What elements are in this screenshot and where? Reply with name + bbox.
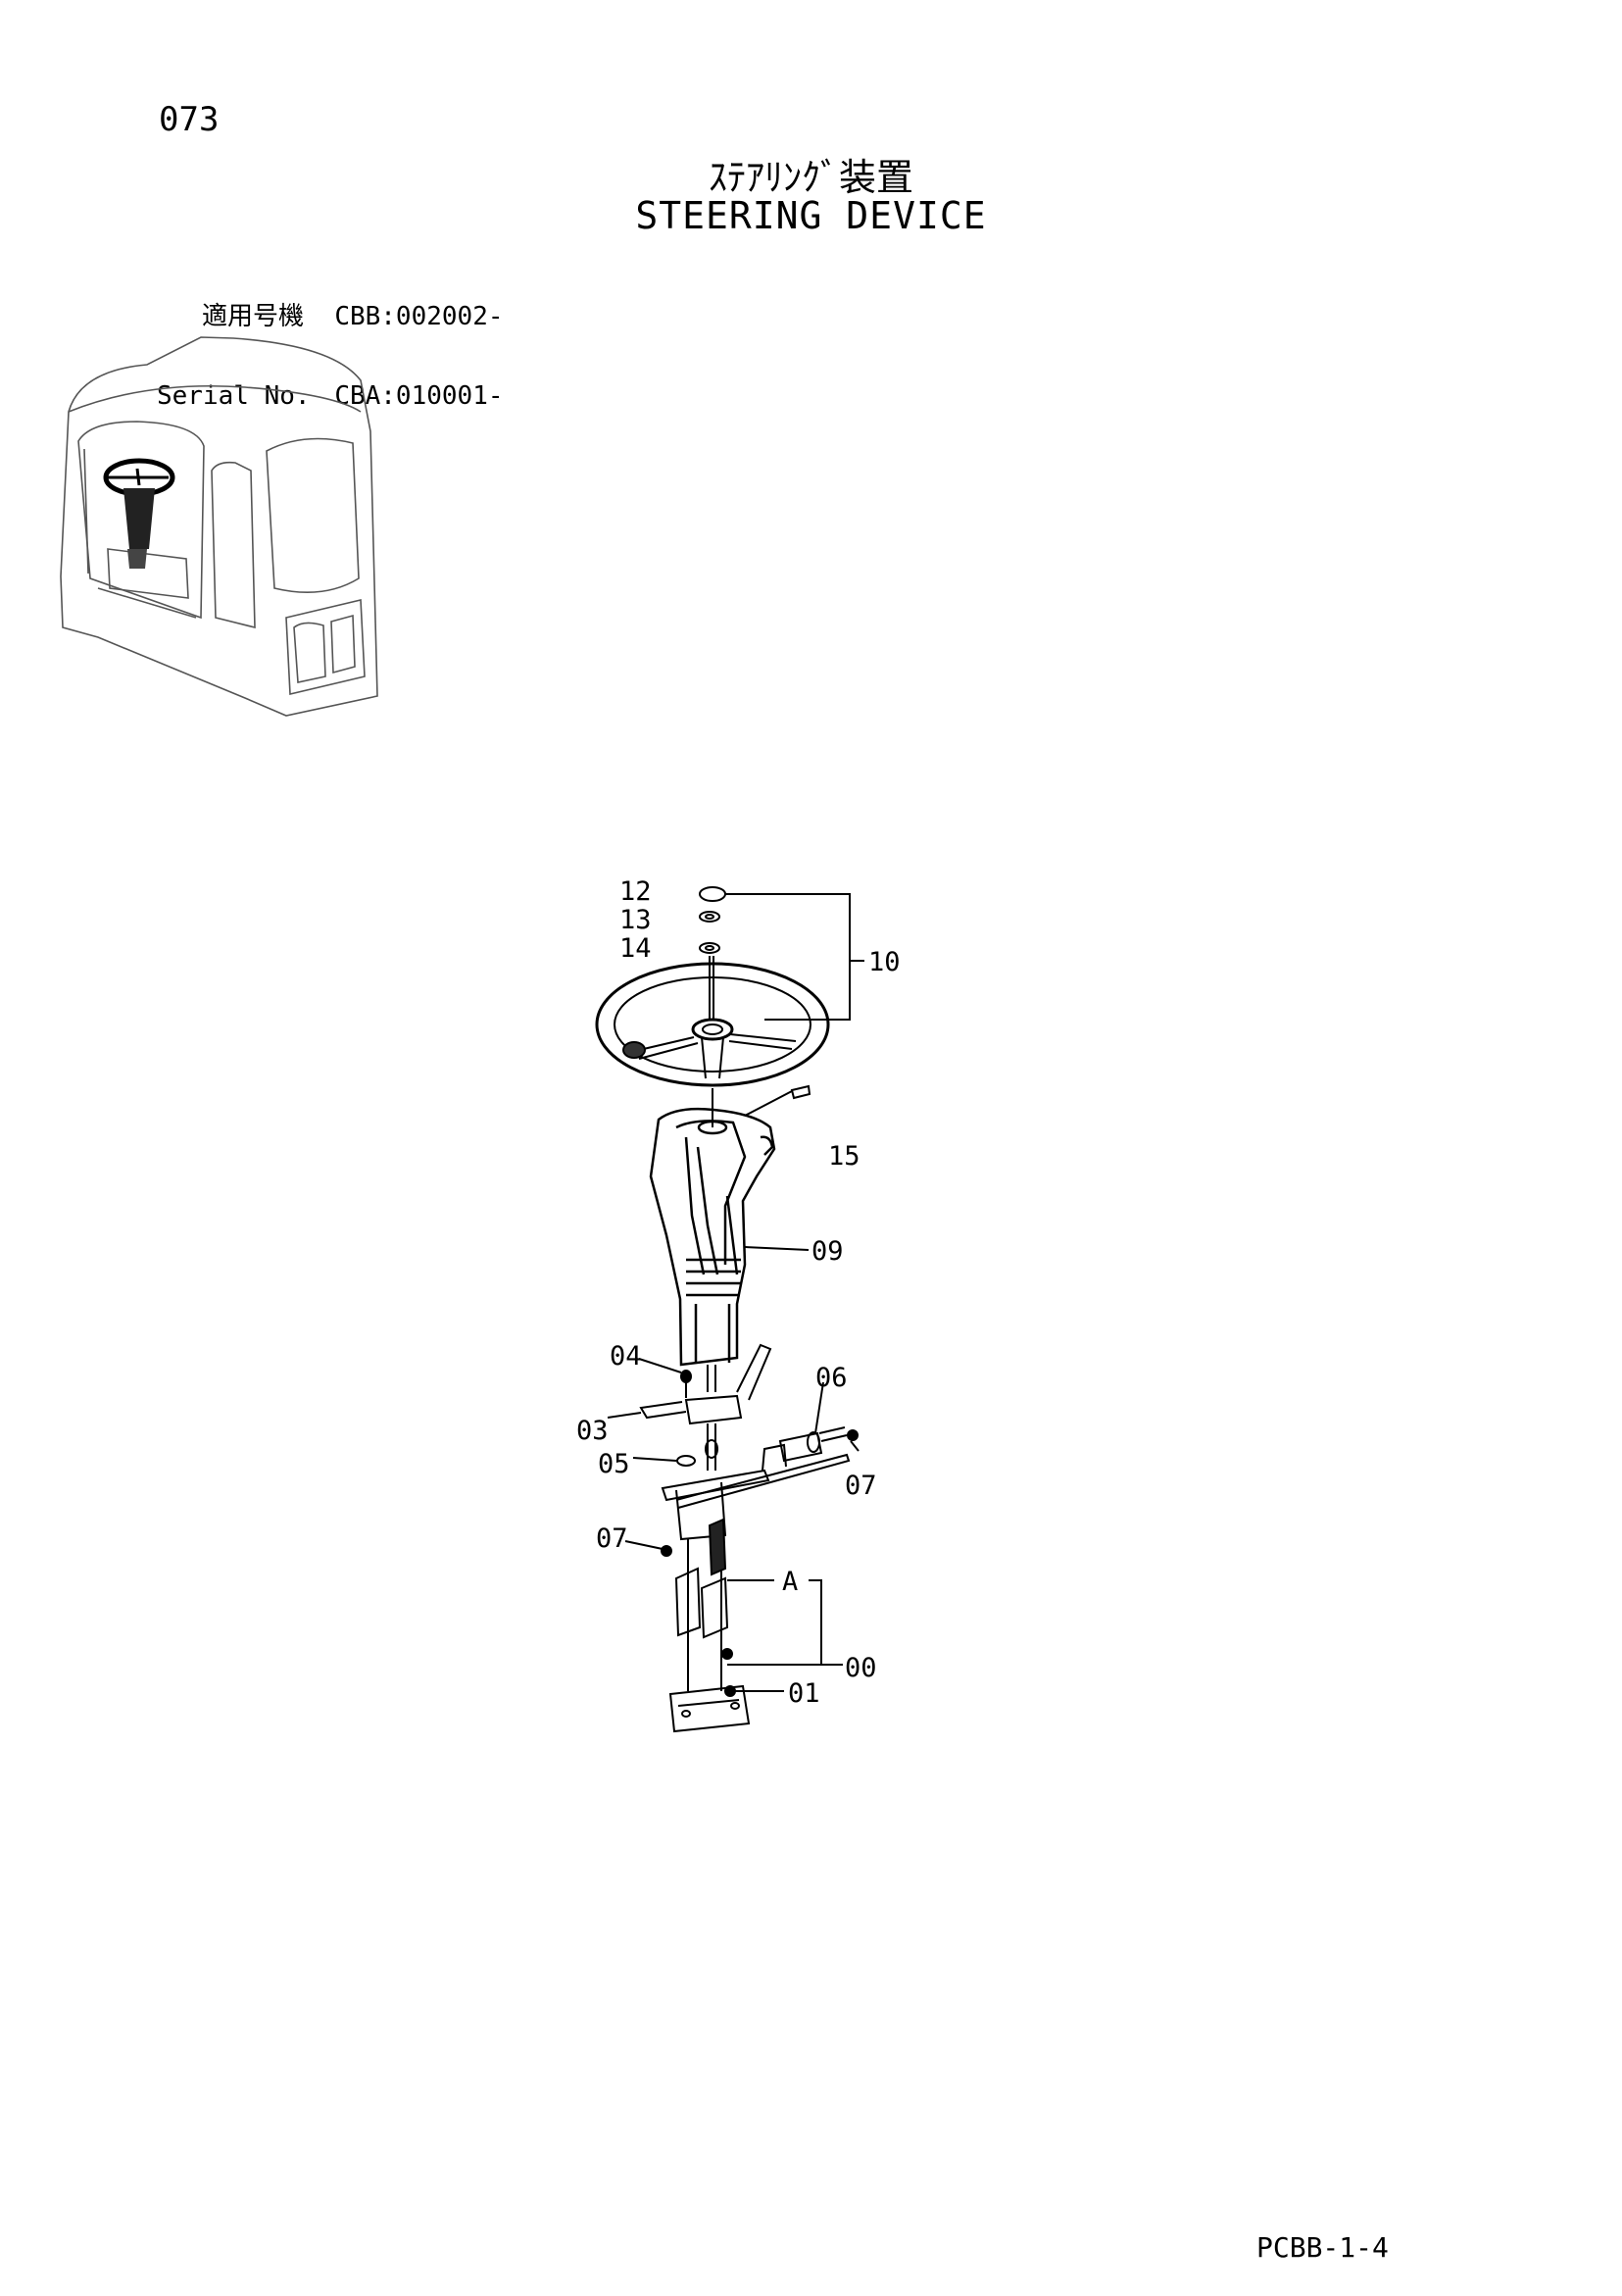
callout-a: A xyxy=(782,1567,798,1597)
title-japanese: ｽﾃｱﾘﾝｸﾞ装置 xyxy=(708,156,913,199)
serial-value: CBB:002002- xyxy=(334,302,504,331)
steering-wheel-part xyxy=(595,962,830,1087)
callout-12: 12 xyxy=(619,876,652,907)
horn-cap-part xyxy=(699,886,726,902)
callout-07-left: 07 xyxy=(596,1523,628,1554)
nut-part xyxy=(699,911,720,923)
footer-code: PCBB-1-4 xyxy=(1256,2231,1389,2264)
callout-07-right: 07 xyxy=(845,1471,877,1501)
column-base-part xyxy=(661,1469,770,1733)
washer-part xyxy=(699,942,720,954)
mount-plate-part xyxy=(684,1394,743,1425)
title-english: STEERING DEVICE xyxy=(635,194,987,237)
callout-04: 04 xyxy=(610,1341,642,1372)
callout-14: 14 xyxy=(619,933,652,964)
callout-13: 13 xyxy=(619,905,652,935)
locator-steering-icon xyxy=(103,458,175,569)
serial-number-block: 適用号機 CBB:002002- Serial No. CBA:010001- xyxy=(157,251,504,436)
callout-03: 03 xyxy=(576,1416,609,1446)
serial-row-applicable: 適用号機 CBB:002002- xyxy=(157,304,504,330)
callout-06: 06 xyxy=(815,1363,848,1393)
serial-label: 適用号機 xyxy=(201,302,304,331)
callout-09: 09 xyxy=(811,1236,844,1267)
callout-01: 01 xyxy=(788,1678,820,1709)
callout-15: 15 xyxy=(828,1141,860,1172)
callout-10: 10 xyxy=(868,947,901,977)
callout-00: 00 xyxy=(845,1653,877,1683)
steering-column-part xyxy=(649,1107,776,1367)
callout-05: 05 xyxy=(598,1449,630,1479)
page-number: 073 xyxy=(159,100,220,139)
